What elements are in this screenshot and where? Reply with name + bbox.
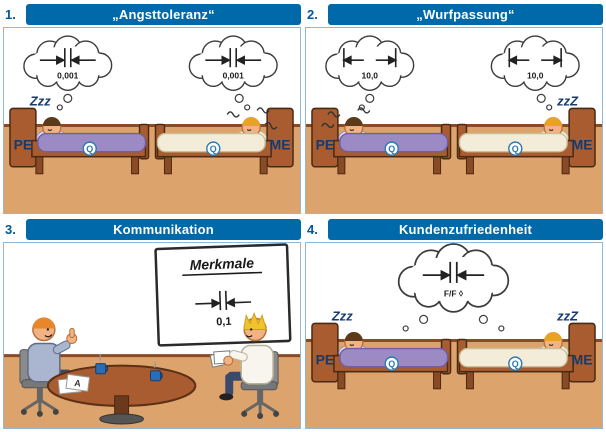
bubble-value: 0,001 [57, 70, 78, 80]
panel-2-header: 2. „Wurfpassung“ [305, 3, 603, 25]
bubble-value: 10,0 [527, 70, 544, 80]
panel-2-scene: 10,0 10,0 zzZ [305, 27, 603, 214]
flipchart-value: 0,1 [216, 316, 232, 329]
thought-bubble-shared: F/F ◊ [397, 243, 510, 332]
panel-2: 2. „Wurfpassung“ 10,0 [305, 3, 603, 214]
thought-bubble-left: 0,001 [23, 35, 113, 111]
flipchart: Merkmale 0,1 [154, 243, 292, 347]
panel-2-title-bar: „Wurfpassung“ [328, 3, 603, 25]
panel-4-header: 4. Kundenzufriedenheit [305, 218, 603, 240]
panel-1: 1. „Angsttoleranz“ 0,001 [3, 3, 301, 214]
thought-bubble-left: 10,0 [325, 35, 415, 111]
sleep-text-right: zzZ [556, 93, 579, 108]
panel-3: 3. Kommunikation Merkmale 0,1 [3, 218, 301, 429]
panel-4-title: Kundenzufriedenheit [398, 221, 533, 237]
bubble-value: F/F ◊ [444, 288, 464, 298]
panel-3-title: Kommunikation [113, 221, 214, 237]
panel-3-scene: Merkmale 0,1 [3, 242, 301, 429]
panel-1-scene: 0,001 0,001 Zzz [3, 27, 301, 214]
panel-4: 4. Kundenzufriedenheit F/F ◊ Zzz [305, 218, 603, 429]
flipchart-title: Merkmale [189, 255, 254, 273]
paper-label: A [74, 378, 82, 389]
coffee-mug [150, 361, 163, 382]
panel-1-title: „Angsttoleranz“ [112, 6, 215, 22]
panel-3-title-bar: Kommunikation [26, 218, 301, 240]
panel-1-title-bar: „Angsttoleranz“ [26, 3, 301, 25]
panel-1-header: 1. „Angsttoleranz“ [3, 3, 301, 25]
panel-2-number: 2. [307, 6, 318, 22]
sleep-text-right: zzZ [556, 308, 579, 323]
thought-bubble-right: 10,0 [490, 35, 580, 111]
paper-card: A [65, 373, 91, 392]
spiky-hair [243, 312, 267, 330]
sleep-text-left: Zzz [331, 308, 353, 323]
panel-1-number: 1. [5, 6, 16, 22]
person-left [19, 317, 80, 417]
panel-4-title-bar: Kundenzufriedenheit [328, 218, 603, 240]
panel-2-title: „Wurfpassung“ [416, 6, 515, 22]
panel-3-number: 3. [5, 221, 16, 237]
panel-4-number: 4. [307, 221, 318, 237]
bubble-value: 0,001 [223, 70, 244, 80]
coffee-mug [95, 354, 109, 375]
panel-3-header: 3. Kommunikation [3, 218, 301, 240]
thought-bubble-right: 0,001 [188, 35, 278, 111]
person-right [209, 312, 280, 419]
sleep-text-left: Zzz [29, 93, 51, 108]
panel-4-scene: F/F ◊ Zzz zzZ [305, 242, 603, 429]
bubble-value: 10,0 [362, 70, 379, 80]
